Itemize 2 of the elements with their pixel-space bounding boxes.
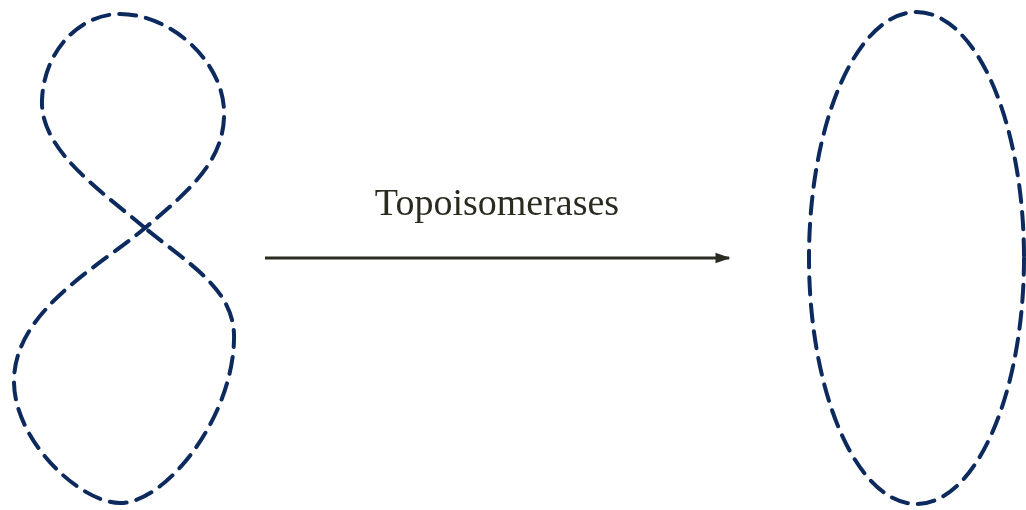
edge-label: Topoisomerases xyxy=(374,180,620,224)
arrow xyxy=(265,252,731,264)
